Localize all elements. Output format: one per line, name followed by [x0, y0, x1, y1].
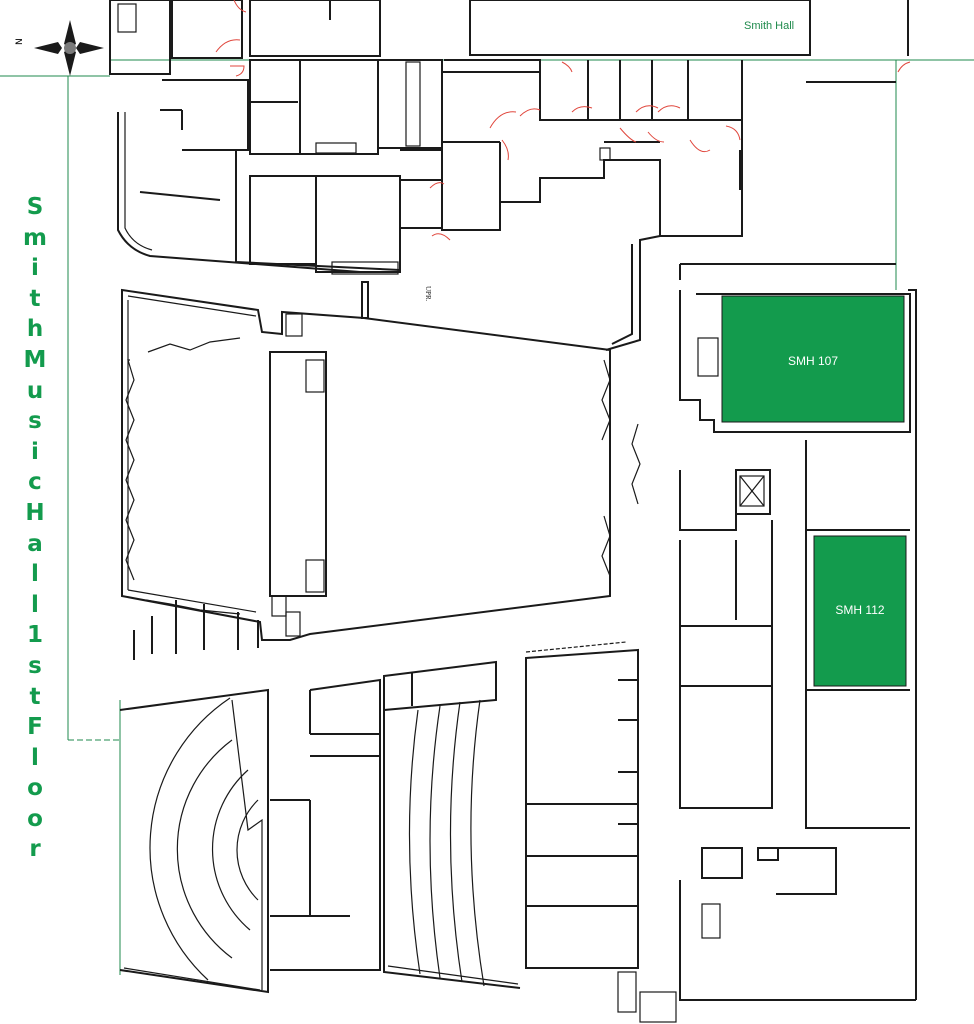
floor-title-char: c	[28, 469, 42, 496]
floor-title-char: h	[26, 316, 44, 343]
room-smh-107[interactable]: SMH 107	[721, 295, 905, 423]
floor-title-char: u	[26, 377, 44, 404]
south-wing	[119, 641, 639, 994]
floor-title-char: a	[27, 530, 43, 557]
east-wing	[617, 289, 917, 1023]
north-offices	[109, 0, 909, 275]
floor-title-char: r	[29, 836, 41, 863]
floor-title-char: S	[26, 194, 44, 220]
floor-title-char: s	[28, 408, 42, 435]
floor-title-char: m	[23, 224, 47, 251]
floor-title-char: t	[29, 683, 41, 710]
compass-rose[interactable]: N	[15, 20, 104, 76]
floor-title-char: i	[31, 255, 39, 282]
floor-title-char: F	[27, 714, 43, 741]
floor-title-char: 1	[26, 622, 43, 649]
east-corridor	[605, 81, 896, 351]
floor-title-char: M	[23, 346, 47, 373]
floor-title-char: o	[27, 805, 43, 832]
main-hall	[121, 281, 641, 660]
adjacent-building-label: Smith Hall	[744, 20, 794, 32]
room-label-smh-112: SMH 112	[835, 603, 884, 617]
floor-title-char: l	[31, 744, 39, 771]
door-swings	[215, 0, 911, 241]
floor-title-char: l	[31, 591, 39, 618]
floor-title-char: H	[25, 499, 45, 526]
floor-title-char: t	[29, 285, 41, 312]
building-boundary	[0, 59, 974, 975]
room-label-smh-107: SMH 107	[788, 354, 838, 368]
stair-label: UPR.	[424, 286, 432, 302]
room-smh-112[interactable]: SMH 112	[813, 535, 907, 687]
floor-title-char: s	[28, 652, 42, 679]
floor-title-char: l	[31, 561, 39, 588]
floor-title-char: i	[31, 438, 39, 465]
compass-north-label: N	[15, 38, 25, 45]
floor-title-char: o	[27, 775, 43, 802]
